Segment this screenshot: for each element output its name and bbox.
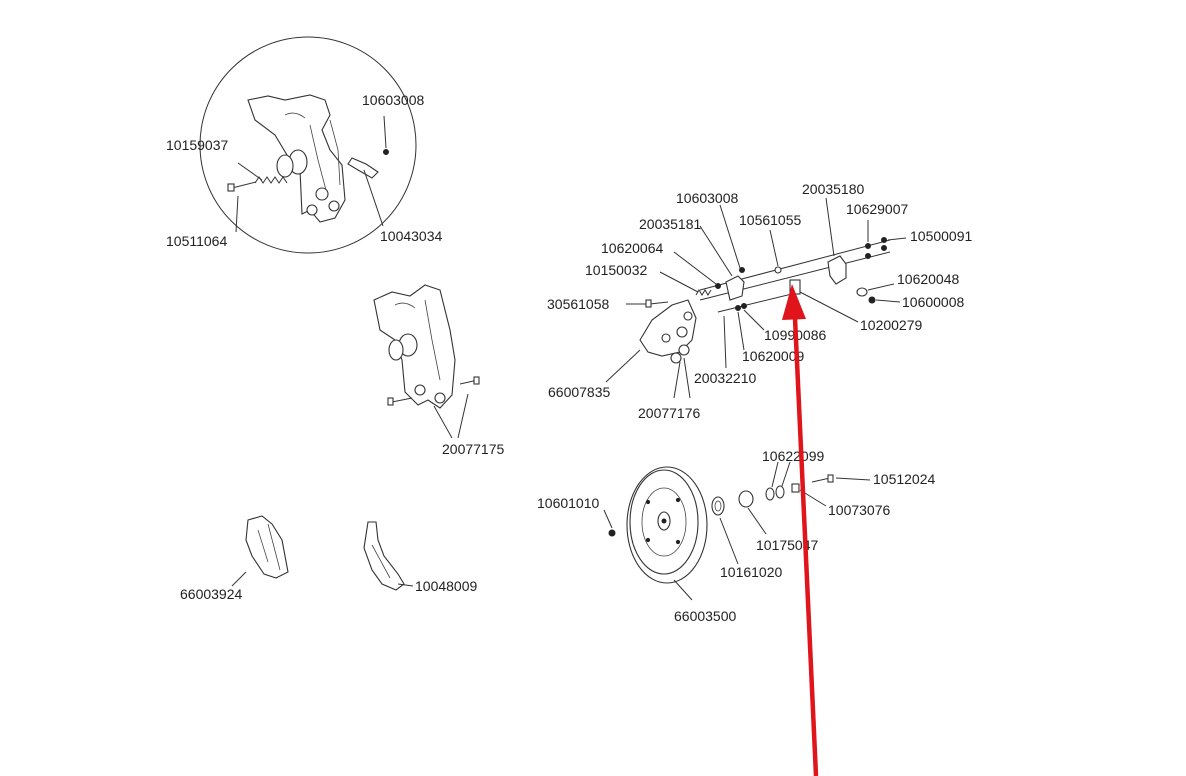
label-20077176: 20077176: [638, 405, 701, 421]
label-10561055: 10561055: [739, 212, 802, 228]
label-10600008: 10600008: [902, 294, 965, 310]
label-66003500: 66003500: [674, 608, 737, 624]
label-66007835: 66007835: [548, 384, 611, 400]
label-10043034: 10043034: [380, 228, 443, 244]
bracket-assembly: [373, 284, 480, 439]
label-20032210: 20032210: [694, 370, 757, 386]
label-10620048: 10620048: [897, 271, 960, 287]
label-10512024: 10512024: [873, 471, 936, 487]
label-10629007: 10629007: [846, 201, 909, 217]
scraper-blade-left: [231, 515, 289, 587]
wheel-assembly: [603, 461, 871, 601]
label-20077175: 20077175: [442, 441, 505, 457]
label-10200279: 10200279: [860, 317, 923, 333]
label-10511064: 10511064: [166, 233, 227, 249]
label-20035180: 20035180: [802, 181, 865, 197]
label-10622099: 10622099: [762, 448, 825, 464]
label-10620009: 10620009: [742, 348, 805, 364]
label-10500091: 10500091: [910, 228, 973, 244]
label-10620064: 10620064: [601, 240, 664, 256]
detail-circle-assembly: [199, 36, 417, 254]
label-10175047: 10175047: [756, 537, 819, 553]
label-10150032: 10150032: [585, 262, 648, 278]
label-10048009: 10048009: [415, 578, 478, 594]
label-10603008-a: 10603008: [362, 92, 425, 108]
frame-assembly: [605, 197, 907, 399]
label-10601010: 10601010: [537, 495, 600, 511]
label-66003924: 66003924: [180, 586, 243, 602]
label-10073076: 10073076: [828, 502, 891, 518]
label-30561058: 30561058: [547, 296, 610, 312]
label-10159037: 10159037: [166, 137, 229, 153]
red-pointer-arrow: [782, 284, 819, 776]
label-20035181: 20035181: [639, 216, 702, 232]
label-10161020: 10161020: [720, 564, 783, 580]
scraper-blade-right: [363, 521, 414, 591]
label-10603008-b: 10603008: [676, 190, 739, 206]
